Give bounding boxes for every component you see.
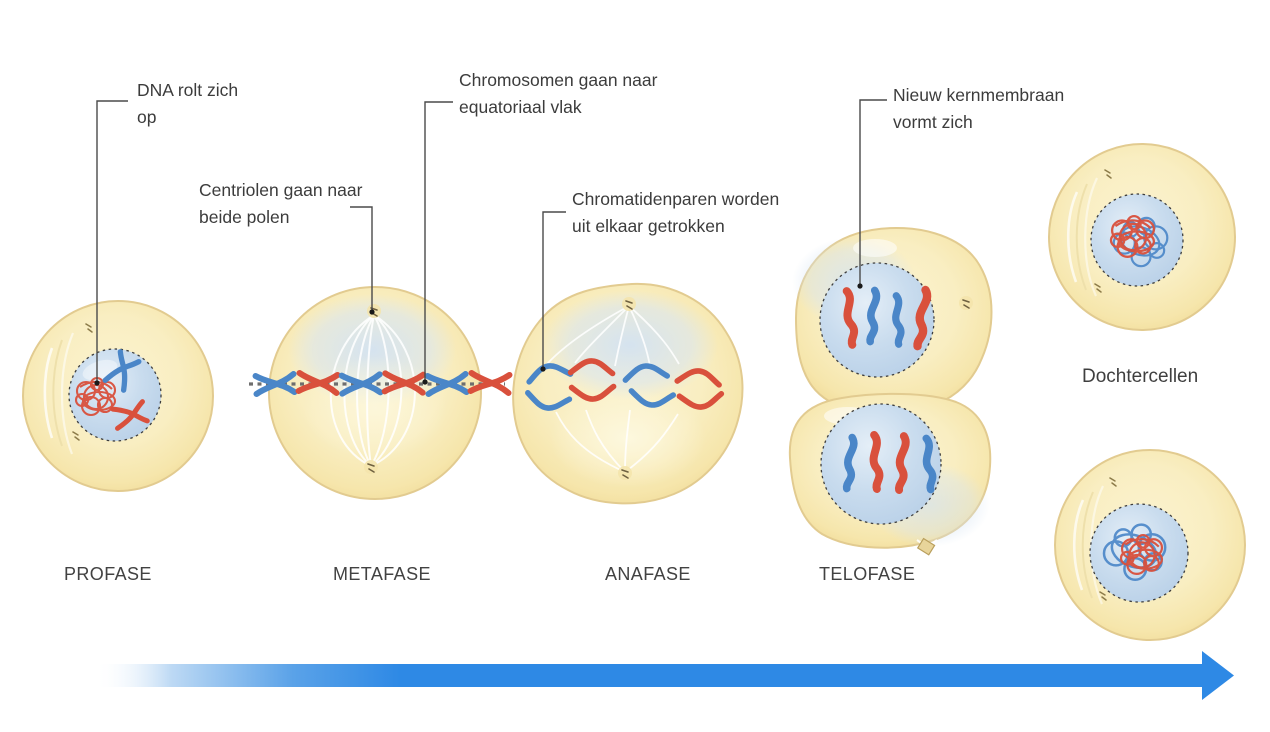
spindle-fibers xyxy=(546,305,680,473)
cell-highlight xyxy=(853,239,897,257)
midbody-sparkle xyxy=(916,537,938,556)
leader-line-dna xyxy=(96,100,128,383)
arrow-head xyxy=(1202,651,1234,700)
centriole-top xyxy=(621,296,637,312)
arrow-shaft xyxy=(95,664,1203,687)
leader-line-centriolen xyxy=(350,206,373,311)
timeline-arrow xyxy=(95,651,1234,700)
phase-label-telofase: TELOFASE xyxy=(819,564,916,584)
cytoplasm-glow xyxy=(550,388,706,488)
daughter-cell-bottom xyxy=(1054,449,1246,641)
phase-label-metafase: METAFASE xyxy=(333,564,431,584)
er-arcs xyxy=(1066,177,1098,297)
anafase-cell xyxy=(512,282,744,505)
centriole-bottom xyxy=(363,459,379,475)
metafase-cell xyxy=(249,286,509,500)
daughter-cell-top xyxy=(1048,143,1236,331)
profase-cell xyxy=(22,300,214,492)
annotation-kernmembraan: Nieuw kernmembraan vormt zich xyxy=(893,85,1065,132)
annotation-dna: DNA rolt zich op xyxy=(137,80,239,127)
daughter-cells-label: Dochtercellen xyxy=(1082,366,1199,387)
phase-label-anafase: ANAFASE xyxy=(605,564,691,584)
telofase-cells xyxy=(788,227,993,556)
annotation-centriolen: Centriolen gaan naar beide polen xyxy=(199,180,363,227)
leader-lines xyxy=(96,99,887,383)
phase-label-profase: PROFASE xyxy=(64,564,152,584)
leader-line-chromosomen xyxy=(424,101,453,381)
centriole xyxy=(958,295,974,311)
leader-line-chromatiden xyxy=(542,211,566,368)
annotation-chromatiden: Chromatidenparen worden uit elkaar getro… xyxy=(572,189,780,236)
cytoplasm-blue-tint xyxy=(542,290,718,400)
centriole-bottom xyxy=(617,465,633,481)
annotation-chromosomen: Chromosomen gaan naar equatoriaal vlak xyxy=(459,70,658,117)
leader-dots xyxy=(94,283,863,386)
er-arcs xyxy=(43,332,75,455)
leader-line-kernmembraan xyxy=(859,99,887,285)
